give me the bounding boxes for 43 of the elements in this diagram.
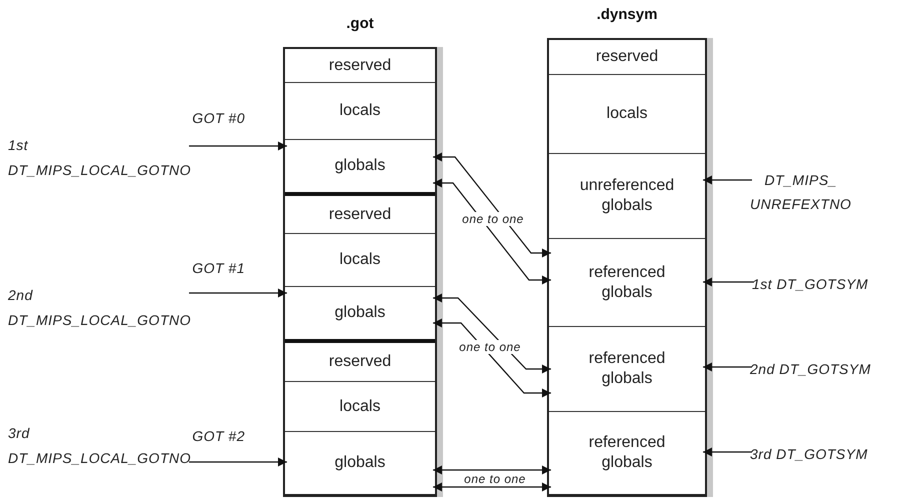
- edge-label: GOT #2: [192, 428, 245, 444]
- pointer-label: 1st DT_GOTSYM: [752, 272, 868, 297]
- arrow: [703, 448, 752, 456]
- arrow: [433, 178, 551, 284]
- pointer-label: 3rd DT_MIPS_LOCAL_GOTNO: [8, 421, 191, 471]
- table-entry-block: reserved: [285, 196, 435, 234]
- table-entry-block: reserved: [285, 49, 435, 83]
- column-heading: .dynsym: [596, 6, 658, 23]
- table-entry-block: locals: [285, 234, 435, 287]
- table-entry-block: unreferenced globals: [549, 154, 705, 239]
- table-entry-block: referenced globals: [549, 239, 705, 327]
- arrow: [703, 362, 752, 372]
- arrow: [433, 466, 551, 474]
- edge-label: one to one: [462, 472, 528, 486]
- table-entry-block: globals: [285, 140, 435, 196]
- table-entry-block: globals: [285, 432, 435, 495]
- arrow: [703, 176, 752, 184]
- arrow: [433, 318, 551, 398]
- arrow: [189, 458, 287, 466]
- pointer-label: 2nd DT_GOTSYM: [750, 357, 871, 382]
- pointer-label: 1st DT_MIPS_LOCAL_GOTNO: [8, 133, 191, 183]
- arrow: [703, 278, 754, 286]
- arrow: [188, 142, 287, 150]
- table-entry-block: locals: [285, 382, 435, 432]
- table-entry-block: reserved: [549, 40, 705, 75]
- arrow: [433, 294, 551, 374]
- arrow: [433, 482, 551, 492]
- arrow: [189, 288, 287, 298]
- table-entry-block: locals: [549, 75, 705, 154]
- pointer-label: 3rd DT_GOTSYM: [750, 442, 868, 467]
- arrow: [433, 152, 551, 258]
- table-entry-block: globals: [285, 287, 435, 343]
- table-entry-block: reserved: [285, 343, 435, 382]
- table-entry-block: referenced globals: [549, 327, 705, 412]
- table-entry-block: referenced globals: [549, 412, 705, 495]
- column-heading: .got: [345, 15, 375, 32]
- table-entry-block: locals: [285, 83, 435, 140]
- pointer-label: 2nd DT_MIPS_LOCAL_GOTNO: [8, 283, 191, 333]
- edge-label: GOT #0: [192, 110, 245, 126]
- edge-label: one to one: [460, 212, 526, 226]
- edge-label: GOT #1: [192, 260, 245, 276]
- pointer-label: DT_MIPS_ UNREFEXTNO: [750, 168, 852, 216]
- edge-label: one to one: [457, 340, 523, 354]
